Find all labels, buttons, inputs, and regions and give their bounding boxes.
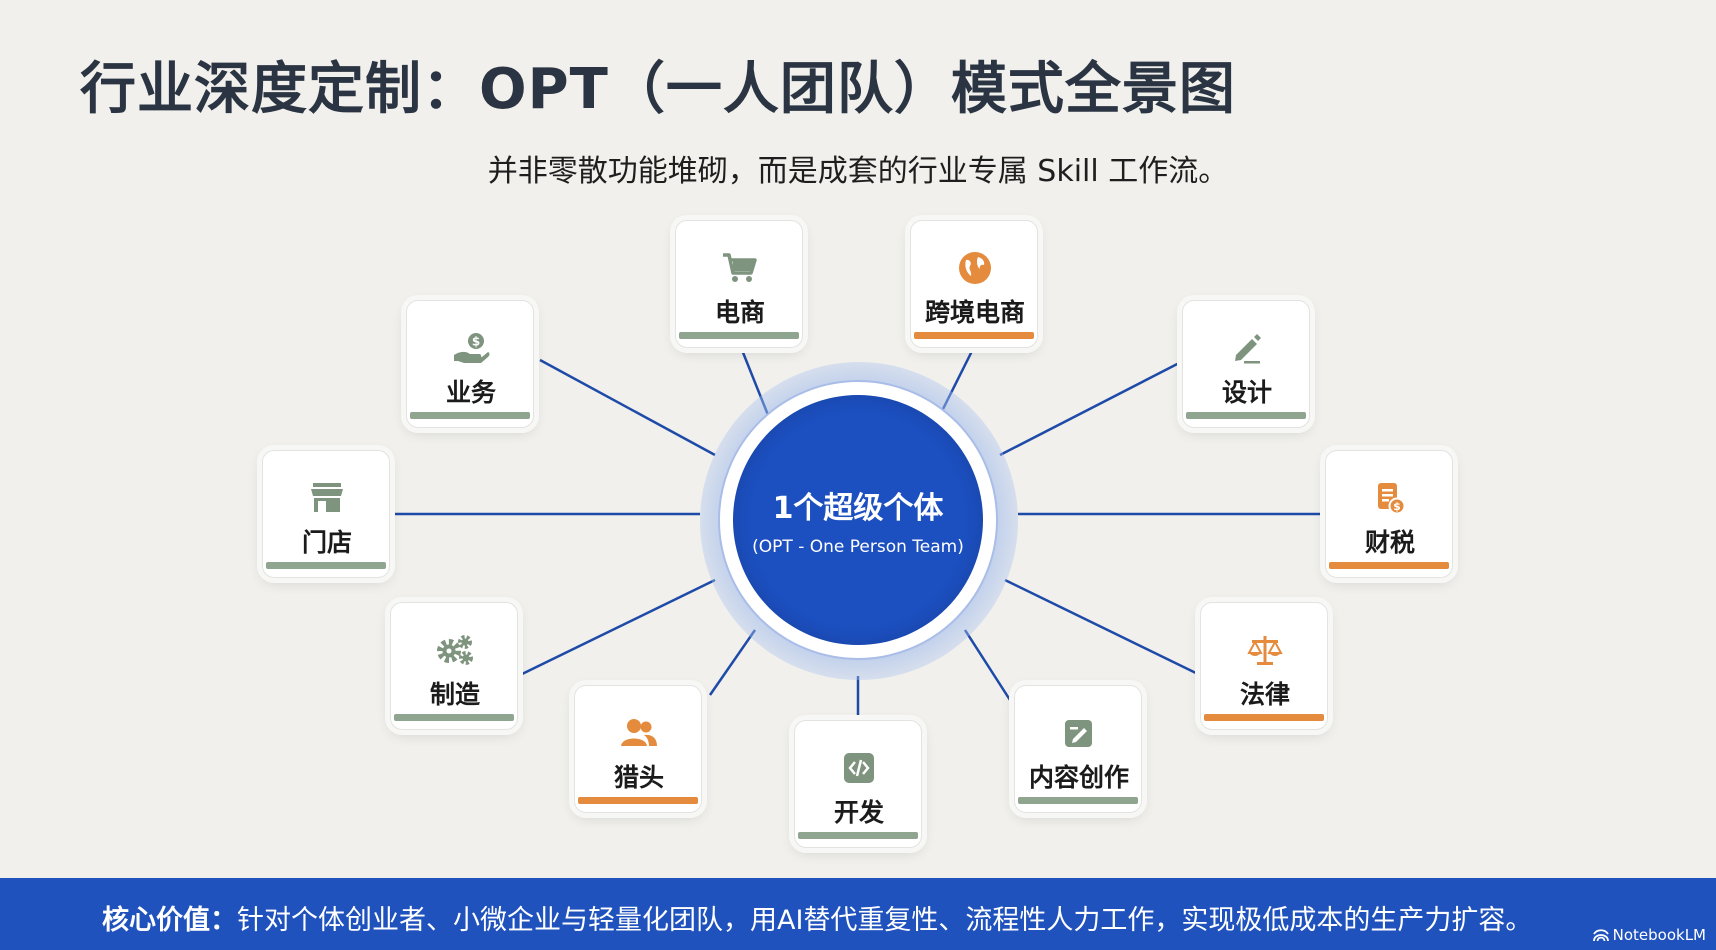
accent-bar xyxy=(679,332,799,339)
connector-lietou xyxy=(708,629,757,696)
node-kaifa: 开发 xyxy=(794,720,922,848)
accent-bar xyxy=(394,714,514,721)
pencil-icon xyxy=(1183,331,1309,365)
accent-bar xyxy=(798,832,918,839)
accent-bar xyxy=(266,562,386,569)
brand-logo: NotebookLM xyxy=(1592,926,1706,944)
node-yewu: $ 业务 xyxy=(406,300,534,428)
accent-bar xyxy=(578,797,698,804)
accent-bar xyxy=(1204,714,1324,721)
node-dianshang: 电商 xyxy=(675,220,803,348)
node-label: 业务 xyxy=(445,378,496,407)
accent-bar xyxy=(410,412,530,419)
invoice-dollar-icon: $ xyxy=(1326,481,1452,515)
node-caishui: $ 财税 xyxy=(1325,450,1453,578)
node-label: 门店 xyxy=(301,528,352,557)
storefront-icon xyxy=(263,481,389,515)
footer-banner: 核心价值：针对个体创业者、小微企业与轻量化团队，用AI替代重复性、流程性人力工作… xyxy=(0,878,1716,950)
scales-icon xyxy=(1201,633,1327,667)
shopping-cart-icon xyxy=(676,251,802,285)
footer-text: 核心价值：针对个体创业者、小微企业与轻量化团队，用AI替代重复性、流程性人力工作… xyxy=(102,898,1532,937)
node-label: 内容创作 xyxy=(1028,763,1129,792)
globe-icon xyxy=(911,251,1037,285)
connector-yewu xyxy=(539,358,716,457)
connector-sheji xyxy=(999,358,1186,457)
node-lietou: 猎头 xyxy=(574,685,702,813)
hub-title: 1个超级个体 xyxy=(772,491,944,526)
node-sheji: 设计 xyxy=(1182,300,1310,428)
accent-bar xyxy=(1329,562,1449,569)
notebooklm-icon xyxy=(1592,929,1609,942)
node-label: 法律 xyxy=(1239,680,1290,709)
brand-name: NotebookLM xyxy=(1612,926,1706,944)
node-label: 跨境电商 xyxy=(924,298,1025,327)
node-falv: 法律 xyxy=(1200,602,1328,730)
node-zhizao: 制造 xyxy=(390,602,518,730)
hub-subtitle: (OPT - One Person Team) xyxy=(752,537,964,557)
node-label: 开发 xyxy=(833,798,884,827)
accent-bar xyxy=(1018,797,1138,804)
footer-body: 针对个体创业者、小微企业与轻量化团队，用AI替代重复性、流程性人力工作，实现极低… xyxy=(237,905,1533,936)
node-label: 猎头 xyxy=(613,763,664,792)
central-hub: 1个超级个体 (OPT - One Person Team) xyxy=(733,395,983,645)
footer-label: 核心价值： xyxy=(102,905,237,936)
connector-lines xyxy=(395,344,1325,720)
gears-icon xyxy=(391,633,517,667)
node-label: 设计 xyxy=(1221,378,1272,407)
hand-coin-icon: $ xyxy=(407,331,533,365)
code-icon xyxy=(795,751,921,785)
accent-bar xyxy=(914,332,1034,339)
page-title: 行业深度定制：OPT（一人团队）模式全景图 xyxy=(80,57,1236,122)
connector-neirong xyxy=(963,629,1012,701)
accent-bar xyxy=(1186,412,1306,419)
node-neirong-chuangzuo: 内容创作 xyxy=(1014,685,1142,813)
connector-zhizao xyxy=(519,578,716,677)
connector-falv xyxy=(1004,578,1201,677)
svg-text:$: $ xyxy=(1393,500,1401,513)
node-label: 制造 xyxy=(429,680,480,709)
svg-text:$: $ xyxy=(472,335,480,349)
node-label: 财税 xyxy=(1364,528,1415,557)
node-kuajing-dianshang: 跨境电商 xyxy=(910,220,1038,348)
edit-note-icon xyxy=(1015,716,1141,750)
page-subtitle: 并非零散功能堆砌，而是成套的行业专属 Skill 工作流。 xyxy=(487,154,1229,189)
people-icon xyxy=(575,716,701,750)
node-mendian: 门店 xyxy=(262,450,390,578)
node-label: 电商 xyxy=(714,298,765,327)
